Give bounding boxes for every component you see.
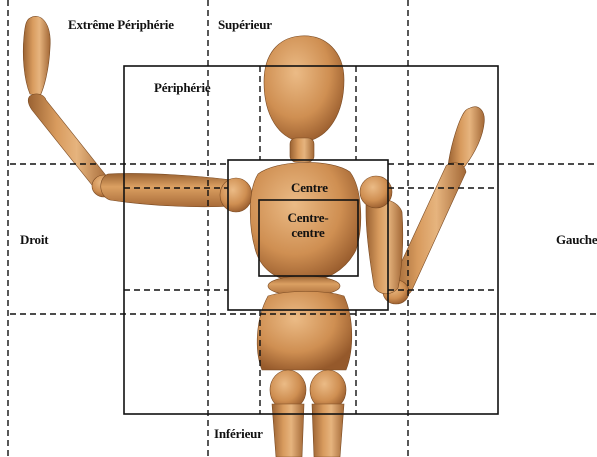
label-gauche: Gauche: [556, 232, 597, 247]
label-centre: Centre: [291, 180, 328, 195]
mannequin-head: [264, 36, 344, 162]
mannequin-right-upper-arm: [360, 176, 403, 294]
label-centre-centre-line1: Centre-: [273, 210, 343, 225]
label-centre-centre: Centre- centre: [273, 210, 343, 240]
label-inferieur: Inférieur: [214, 426, 263, 441]
label-centre-centre-line2: centre: [273, 225, 343, 240]
label-extreme-peripherie: Extrême Périphérie: [68, 17, 174, 32]
label-droit: Droit: [20, 232, 48, 247]
label-superieur: Supérieur: [218, 17, 272, 32]
label-peripherie: Périphérie: [154, 80, 210, 95]
mannequin-pelvis: [257, 292, 352, 371]
mannequin-right-hand: [448, 107, 484, 170]
mannequin-figure: [23, 16, 484, 457]
mannequin-left-hand: [23, 16, 50, 96]
